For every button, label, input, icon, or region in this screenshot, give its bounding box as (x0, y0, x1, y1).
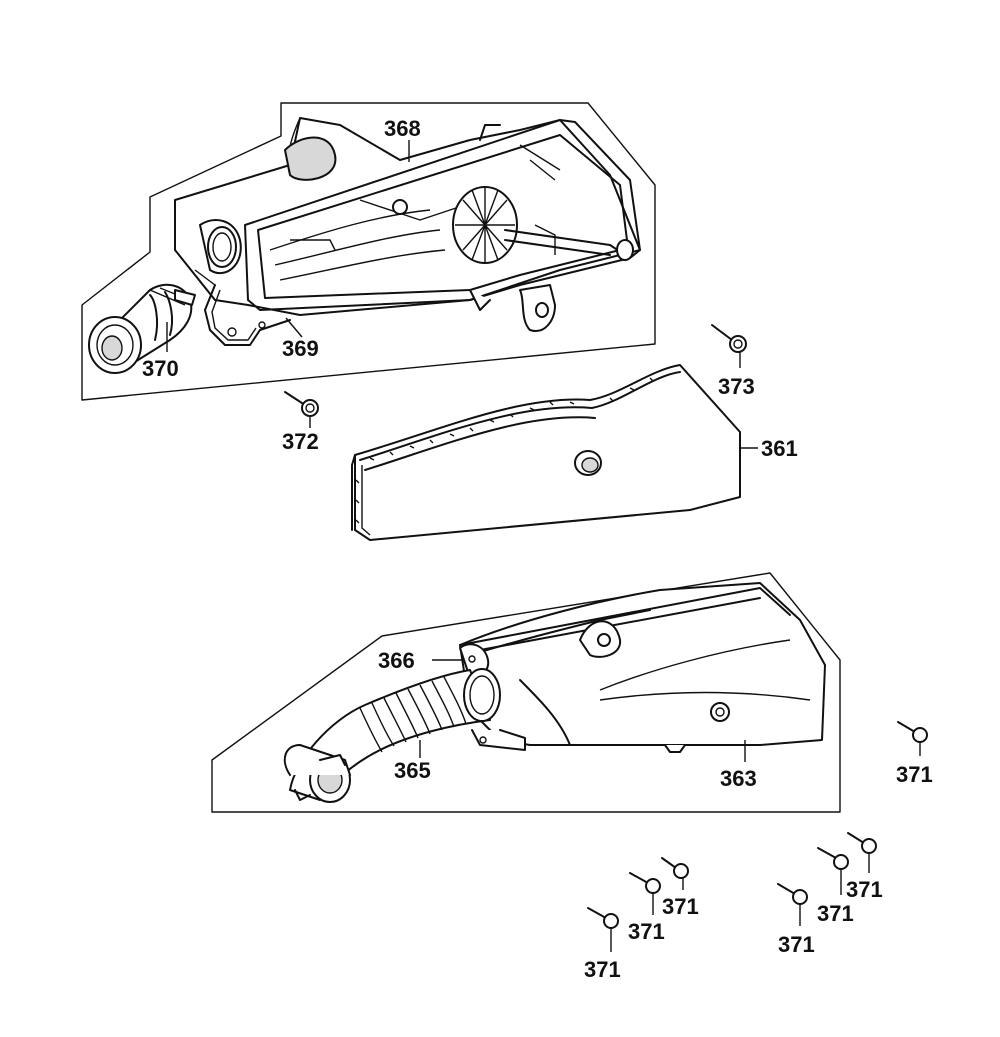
hose-365 (283, 668, 501, 803)
screw-371-b (587, 907, 619, 952)
gasket-369 (194, 269, 291, 346)
screw-371-c (629, 872, 661, 915)
lower-group-border (211, 572, 841, 813)
filter-element-361 (351, 364, 758, 541)
bolt-373 (711, 324, 747, 368)
screw-371-a (897, 721, 928, 756)
callout-363: 363 (720, 766, 757, 791)
callout-371-d: 371 (662, 894, 699, 919)
screw-371-f (817, 847, 849, 895)
intake-duct-370 (88, 283, 196, 374)
callout-365: 365 (394, 758, 431, 783)
callout-371-g: 371 (846, 877, 883, 902)
callout-371-b: 371 (584, 957, 621, 982)
callout-370: 370 (142, 356, 179, 381)
upper-group (81, 102, 656, 401)
callout-361: 361 (761, 436, 798, 461)
callout-369: 369 (282, 336, 319, 361)
callout-372: 372 (282, 429, 319, 454)
upper-leaders (166, 140, 410, 352)
callout-371-f: 371 (817, 901, 854, 926)
bolt-372 (284, 391, 319, 428)
screw-371-g (847, 832, 877, 873)
callout-371-a: 371 (896, 762, 933, 787)
callout-366: 366 (378, 648, 415, 673)
callout-labels: 368 369 370 373 372 361 366 365 363 371 … (142, 116, 933, 982)
lower-leaders (419, 659, 746, 762)
air-cleaner-case-368 (174, 117, 641, 332)
upper-group-border (81, 102, 656, 401)
callout-368: 368 (384, 116, 421, 141)
callout-373: 373 (718, 374, 755, 399)
callout-371-c: 371 (628, 919, 665, 944)
callout-371-e: 371 (778, 932, 815, 957)
air-cleaner-cover-363 (459, 582, 826, 753)
screw-371-d (661, 857, 689, 890)
screw-371-e (777, 883, 808, 926)
lower-group (211, 572, 841, 813)
